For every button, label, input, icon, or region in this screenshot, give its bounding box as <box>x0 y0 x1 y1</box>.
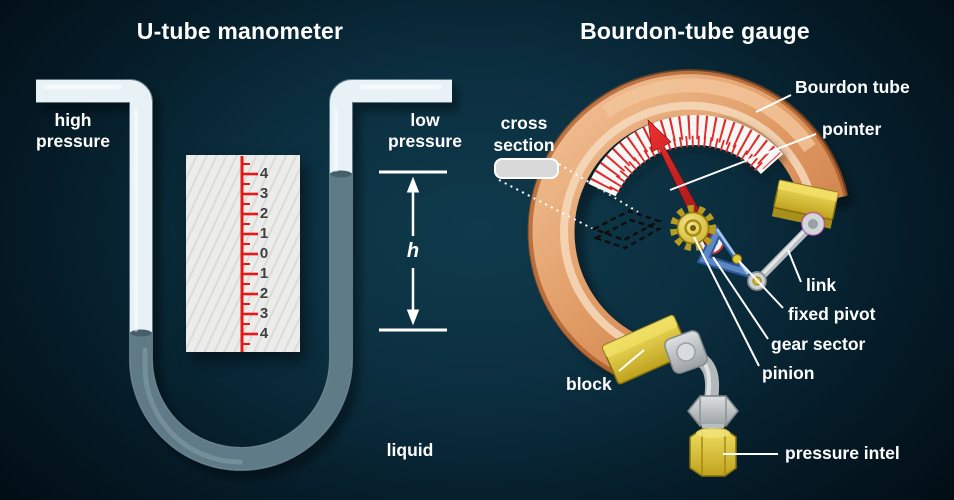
leader-gear-sector <box>712 256 769 340</box>
scale-number: 2 <box>259 205 269 222</box>
leader-lines <box>618 94 817 455</box>
link-label: link <box>806 275 837 295</box>
u-tube-manometer <box>36 79 459 480</box>
bourdon-tube-sheen <box>601 78 816 153</box>
scale-number: 2 <box>259 285 269 302</box>
cross-section-marker <box>592 218 663 250</box>
left-title: U-tube manometer <box>136 18 344 44</box>
block-nut <box>664 330 708 374</box>
gear-sector-label: gear sector <box>771 334 866 354</box>
bourdon-gauge <box>494 69 856 477</box>
pressure-inlet-assembly <box>685 348 739 477</box>
meniscus-right <box>330 170 352 178</box>
bourdon-tube-arc <box>528 71 847 375</box>
leader-pinion <box>693 236 760 367</box>
high-pressure-label: high pressure <box>36 110 110 151</box>
dial-ticks-long <box>590 115 781 191</box>
scale-number: 3 <box>259 305 269 322</box>
low-pressure-label: low pressure <box>388 110 462 151</box>
hex-nut <box>687 395 739 427</box>
leader-fixed-pivot <box>738 260 784 309</box>
right-title: Bourdon-tube gauge <box>580 18 810 44</box>
liquid-highlight <box>142 347 243 465</box>
scale-number: 1 <box>259 265 269 282</box>
block-label: block <box>566 374 612 394</box>
height-dimension <box>379 170 447 332</box>
scale-number: 0 <box>259 245 269 262</box>
pinion-label: pinion <box>762 363 815 383</box>
meniscus-left <box>130 329 152 337</box>
bourdon-tube-outer-edge <box>527 69 849 376</box>
link-pivot-upper-pin <box>808 219 818 229</box>
bourdon-tube-label: Bourdon tube <box>795 77 910 97</box>
scale-number: 4 <box>259 325 269 342</box>
fitting-rim <box>696 428 730 438</box>
scale-number: 1 <box>259 225 269 242</box>
leader-bourdon-tube <box>755 94 792 113</box>
pressure-inlet-label: pressure intel <box>785 443 900 463</box>
scale-number: 4 <box>259 165 269 182</box>
cross-section-sample <box>494 158 559 179</box>
scale-number: 3 <box>259 185 269 202</box>
pointer-label: pointer <box>822 119 882 139</box>
leader-block <box>618 349 645 372</box>
liquid-label: liquid <box>386 440 434 460</box>
fixed-pivot-label: fixed pivot <box>788 304 876 324</box>
cross-section-label: cross section <box>493 113 555 155</box>
scale-ruler <box>240 156 258 352</box>
u-tube-shadow <box>43 86 459 480</box>
bourdon-tube-inner-edge <box>560 101 817 347</box>
height-symbol: h <box>406 240 420 262</box>
pinion-gear <box>670 205 716 251</box>
leader-link <box>787 249 802 283</box>
cross-section-marker <box>590 209 663 242</box>
dial <box>588 115 788 202</box>
leader-pointer <box>669 133 817 191</box>
